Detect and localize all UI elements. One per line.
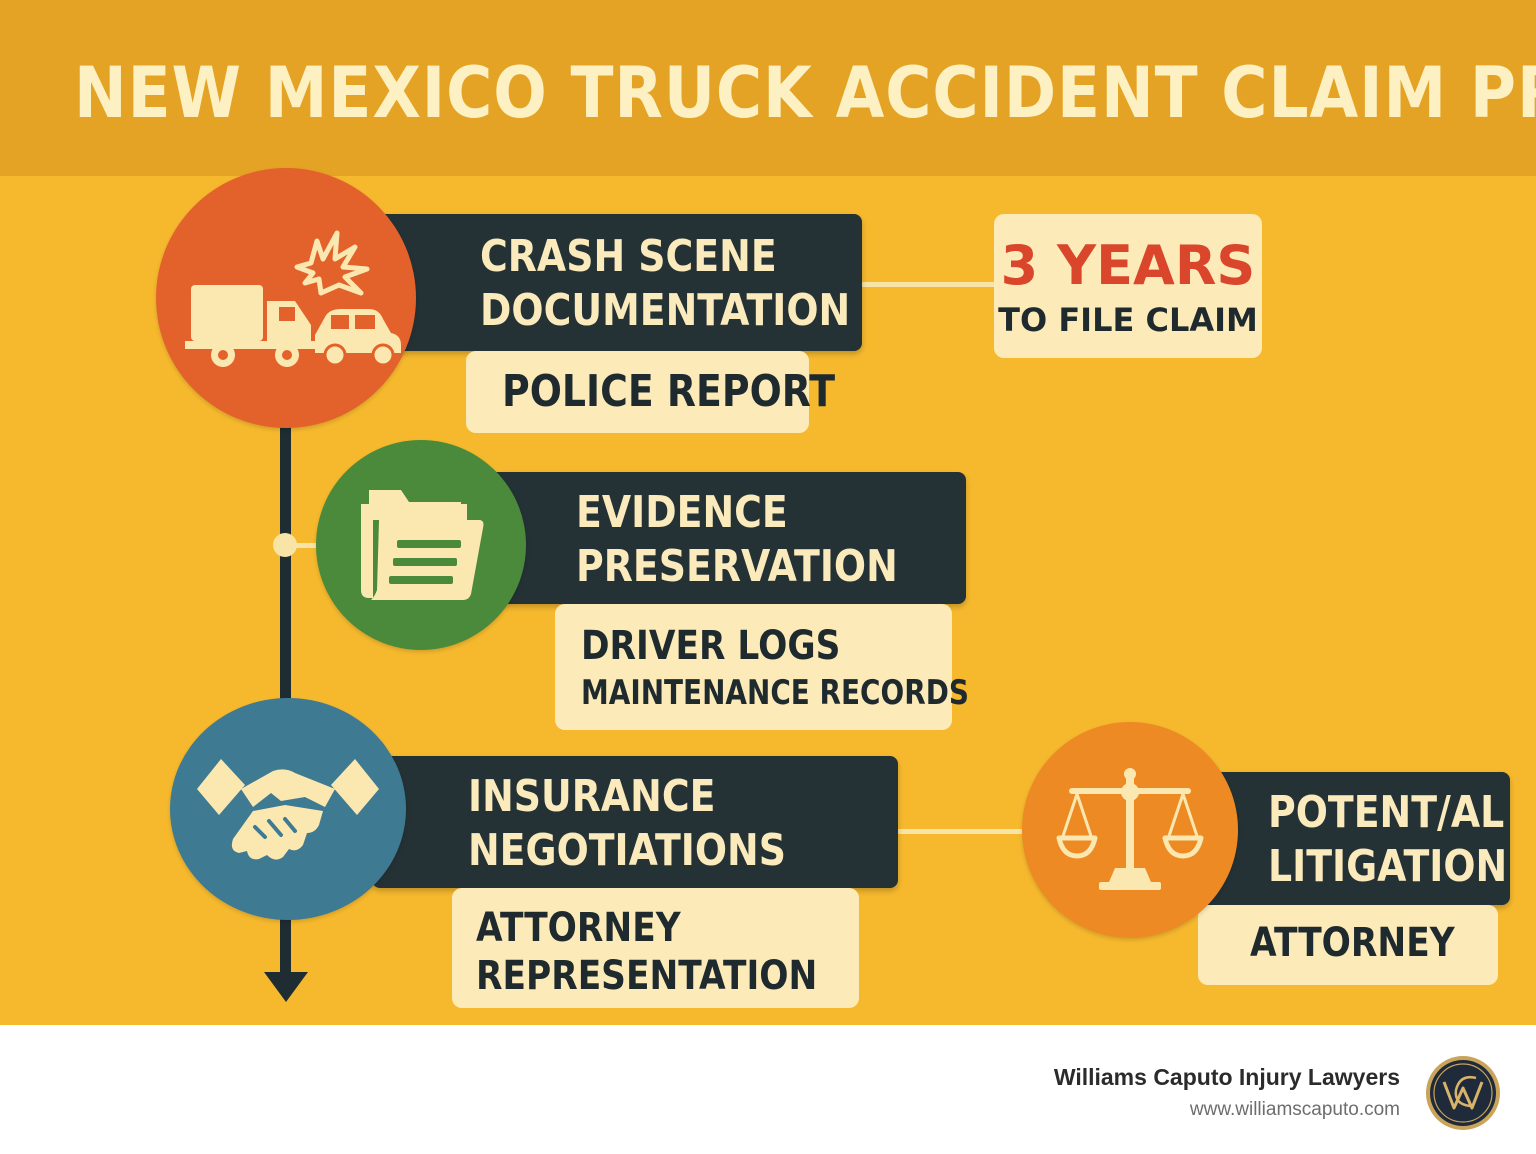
connector-spine-step2 — [285, 543, 325, 548]
deadline-label: TO FILE CLAIM — [998, 301, 1258, 339]
step1-title-line2: DOCUMENTATION — [480, 285, 851, 336]
step2-title-line2: PRESERVATION — [576, 541, 898, 592]
step4-detail-box: ATTORNEY — [1198, 905, 1498, 985]
step1-title-box: CRASH SCENE DOCUMENTATION — [372, 214, 862, 351]
infographic-canvas: NEW MEXICO TRUCK ACCIDENT CLAIM PROCESS … — [0, 0, 1536, 1025]
step3-title-line2: NEGOTIATIONS — [468, 825, 786, 876]
folder-icon — [361, 490, 484, 600]
step1-detail-police-report: POLICE REPORT — [502, 366, 836, 417]
step3-title-line1: INSURANCE — [468, 771, 716, 822]
step4-detail-attorney: ATTORNEY — [1250, 920, 1455, 966]
header-band: NEW MEXICO TRUCK ACCIDENT CLAIM PROCESS — [0, 0, 1536, 176]
step4-title-line1: POTENT/AL — [1268, 787, 1505, 838]
connector-step3-step4 — [896, 829, 1030, 834]
step3-title-box: INSURANCE NEGOTIATIONS — [372, 756, 898, 888]
deadline-box: 3 YEARS TO FILE CLAIM — [994, 214, 1262, 358]
connector-node-dot — [273, 533, 297, 557]
step3-circle — [170, 698, 406, 920]
footer-website-link[interactable]: www.williamscaputo.com — [1189, 1099, 1400, 1120]
step1-detail-box: POLICE REPORT — [466, 351, 835, 433]
truck-crash-icon — [185, 230, 401, 367]
footer-company-name: Williams Caputo Injury Lawyers — [1053, 1064, 1400, 1090]
wc-monogram-logo-icon — [1424, 1054, 1502, 1132]
deadline-value: 3 YEARS — [1000, 234, 1256, 297]
step4-title-line2: LITIGATION — [1268, 841, 1508, 892]
step2-title-box: EVIDENCE PRESERVATION — [470, 472, 966, 604]
step2-detail-driver-logs: DRIVER LOGS — [581, 623, 841, 669]
step2-title-line1: EVIDENCE — [576, 487, 788, 538]
connector-step1-deadline — [860, 282, 1000, 287]
step1-title-line1: CRASH SCENE — [480, 231, 777, 282]
step4-title-box: POTENT/AL LITIGATION — [1180, 772, 1510, 905]
scales-icon — [1056, 768, 1204, 890]
step3-detail-representation: REPRESENTATION — [476, 953, 818, 999]
step3-detail-box: ATTORNEY REPRESENTATION — [452, 888, 859, 1008]
step4-circle — [1022, 722, 1238, 938]
page-title: NEW MEXICO TRUCK ACCIDENT CLAIM PROCESS — [74, 52, 1536, 134]
flow-arrow-head-icon — [264, 972, 308, 1002]
step2-circle — [316, 440, 526, 650]
step3-detail-attorney: ATTORNEY — [476, 905, 681, 951]
step2-detail-box: DRIVER LOGS MAINTENANCE RECORDS — [555, 604, 969, 730]
handshake-icon — [197, 759, 379, 860]
step2-detail-maintenance-records: MAINTENANCE RECORDS — [581, 673, 969, 713]
step1-circle — [156, 168, 416, 428]
